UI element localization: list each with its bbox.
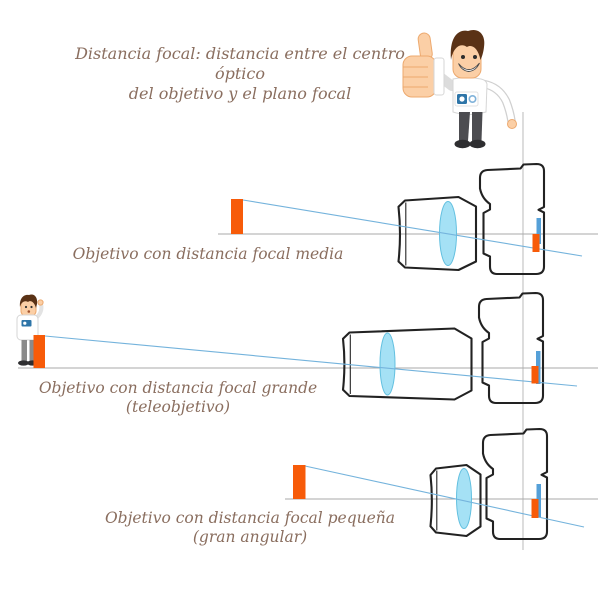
right-arm: [481, 81, 515, 124]
camera-logo-badge: [21, 320, 32, 327]
eye: [30, 305, 33, 309]
caption-sublabel: (teleobjetivo): [125, 398, 231, 417]
camera-short-focal: [429, 427, 549, 541]
focal-plane-marks: [531, 218, 541, 518]
shoe: [454, 139, 471, 149]
caption-medium-focal: Objetivo con distancia focal media: [48, 245, 368, 264]
leg: [21, 340, 27, 361]
object-bar-wide: [293, 465, 306, 499]
logo-lens-dot: [23, 321, 27, 325]
lens-element: [456, 468, 472, 529]
lens-element: [379, 332, 396, 396]
image-mark: [532, 234, 540, 252]
hand: [507, 119, 517, 129]
camera-body: [478, 162, 546, 276]
camera-body: [477, 291, 545, 405]
caption-label: Objetivo con distancia focal media: [72, 245, 344, 263]
caption-sublabel: (gran angular): [192, 528, 308, 547]
light-ray-medium: [242, 199, 583, 257]
eye: [24, 305, 28, 309]
leg: [29, 340, 35, 361]
mouth: [27, 310, 31, 313]
image-mark: [531, 499, 539, 518]
caption-label: Objetivo con distancia focal grande: [38, 379, 318, 397]
thumbs-up-man-illustration: [402, 29, 517, 149]
leg: [459, 112, 470, 141]
camera-long-focal: [341, 291, 545, 405]
object-bar-medium: [231, 199, 243, 234]
title-line-2: del objetivo y el plano focal: [128, 84, 352, 103]
smile: [458, 62, 480, 72]
title-line-1: Distancia focal: distancia entre el cent…: [75, 44, 405, 83]
camera-medium-focal: [397, 162, 546, 276]
lens-barrel: [341, 327, 473, 401]
caption-label: Objetivo con distancia focal pequeña: [104, 509, 396, 527]
cuff: [433, 57, 445, 96]
sensor-mark: [536, 484, 541, 517]
lens-barrel: [429, 463, 482, 538]
page-title: Distancia focal: distancia entre el cent…: [50, 44, 430, 104]
shoe: [469, 139, 486, 149]
hand: [37, 299, 44, 306]
sensor-mark: [536, 218, 541, 244]
leg: [472, 112, 483, 141]
shoe: [18, 360, 29, 366]
lens-barrel: [397, 195, 478, 272]
light-ray-tele: [44, 335, 578, 387]
image-mark: [531, 366, 539, 384]
finger-lines: [403, 66, 428, 88]
object-bar-tele: [33, 335, 45, 368]
logo-q: [468, 95, 477, 104]
eye: [473, 55, 477, 59]
caption-long-focal: Objetivo con distancia focal grande (tel…: [18, 379, 338, 418]
hair: [450, 29, 485, 60]
confused-man-illustration: [16, 294, 44, 366]
eye: [461, 55, 465, 59]
logo-lens-dot: [459, 96, 465, 102]
caption-short-focal: Objetivo con distancia focal pequeña (gr…: [90, 509, 410, 548]
hair: [19, 294, 38, 308]
